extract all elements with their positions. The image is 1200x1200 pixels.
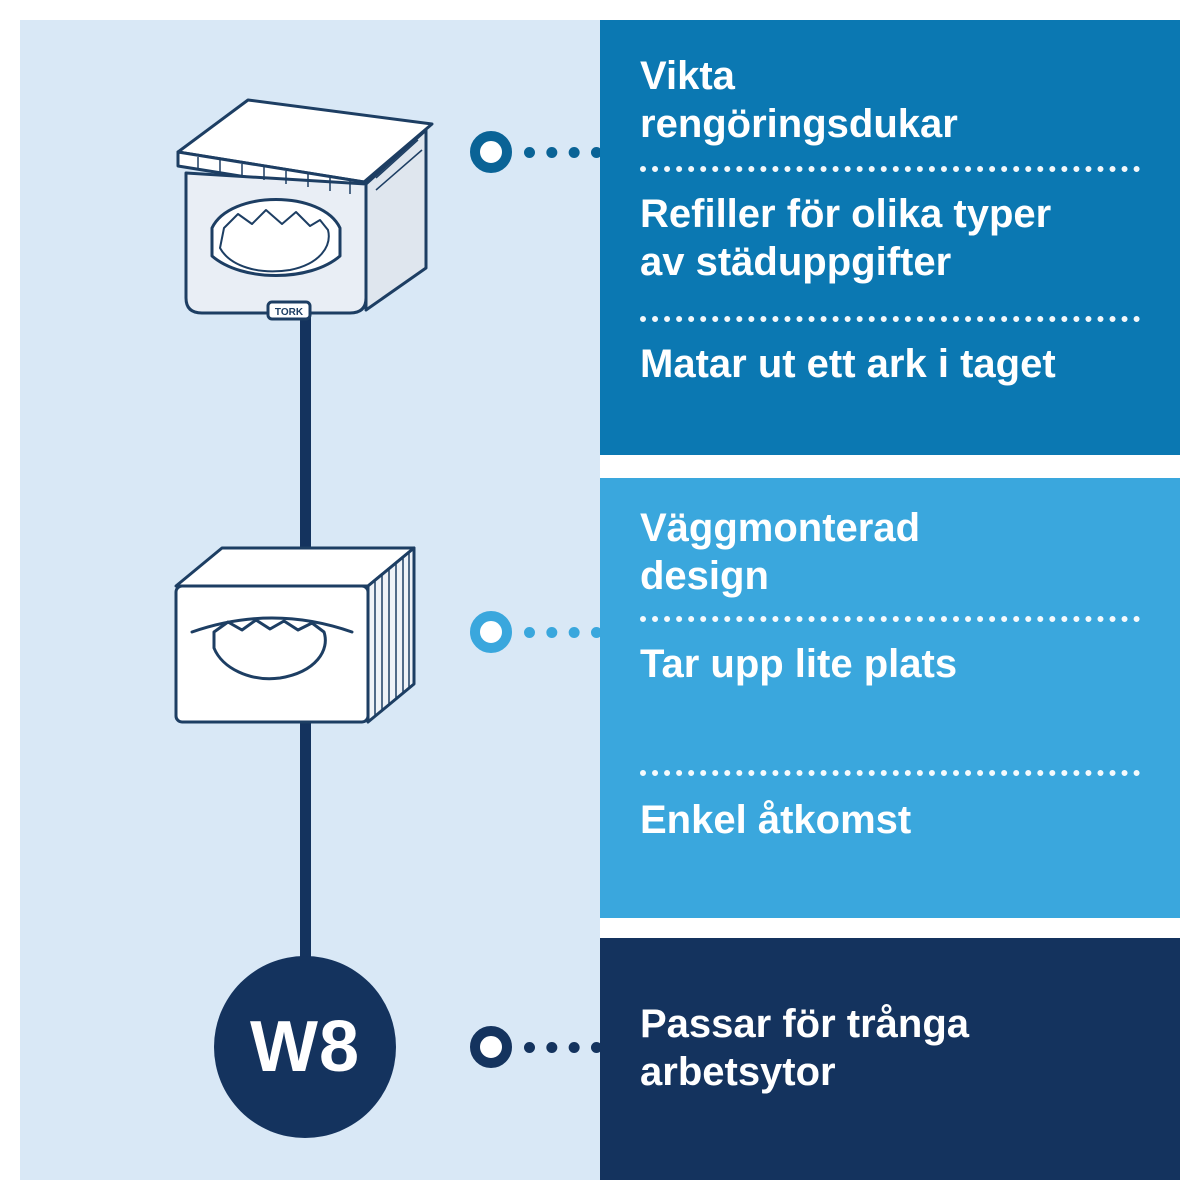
feature-text: Passar för trånga arbetsytor xyxy=(640,1002,970,1094)
feature-text: Matar ut ett ark i taget xyxy=(640,342,1056,386)
connector-ring-middle xyxy=(470,611,512,653)
feature-panel-middle: Väggmonterad design Tar upp lite plats E… xyxy=(600,478,1180,918)
connector-dots-bottom xyxy=(524,1042,602,1053)
dotted-divider xyxy=(640,316,1140,322)
feature-text: Enkel åtkomst xyxy=(640,798,912,842)
dotted-divider xyxy=(640,770,1140,776)
feature-text: Väggmonterad design xyxy=(640,506,921,598)
system-code-text: W8 xyxy=(250,1007,360,1087)
wall-dispenser-illustration xyxy=(174,546,416,724)
dotted-divider xyxy=(640,616,1140,622)
system-code-badge: W8 xyxy=(214,956,396,1138)
feature-text: Tar upp lite plats xyxy=(640,642,958,686)
dotted-divider xyxy=(640,166,1140,172)
connector-dots-top xyxy=(524,147,602,158)
countertop-dispenser-illustration: TORK xyxy=(176,98,434,321)
feature-panel-bottom: Passar för trånga arbetsytor xyxy=(600,938,1180,1180)
connector-ring-top xyxy=(470,131,512,173)
tork-logo: TORK xyxy=(275,307,304,318)
connector-ring-bottom xyxy=(470,1026,512,1068)
feature-panel-top: Vikta rengöringsdukar Refiller för olika… xyxy=(600,20,1180,455)
connector-dots-middle xyxy=(524,627,602,638)
feature-text: Refiller för olika typer av städuppgifte… xyxy=(640,192,1052,284)
feature-text: Vikta rengöringsdukar xyxy=(640,54,958,146)
